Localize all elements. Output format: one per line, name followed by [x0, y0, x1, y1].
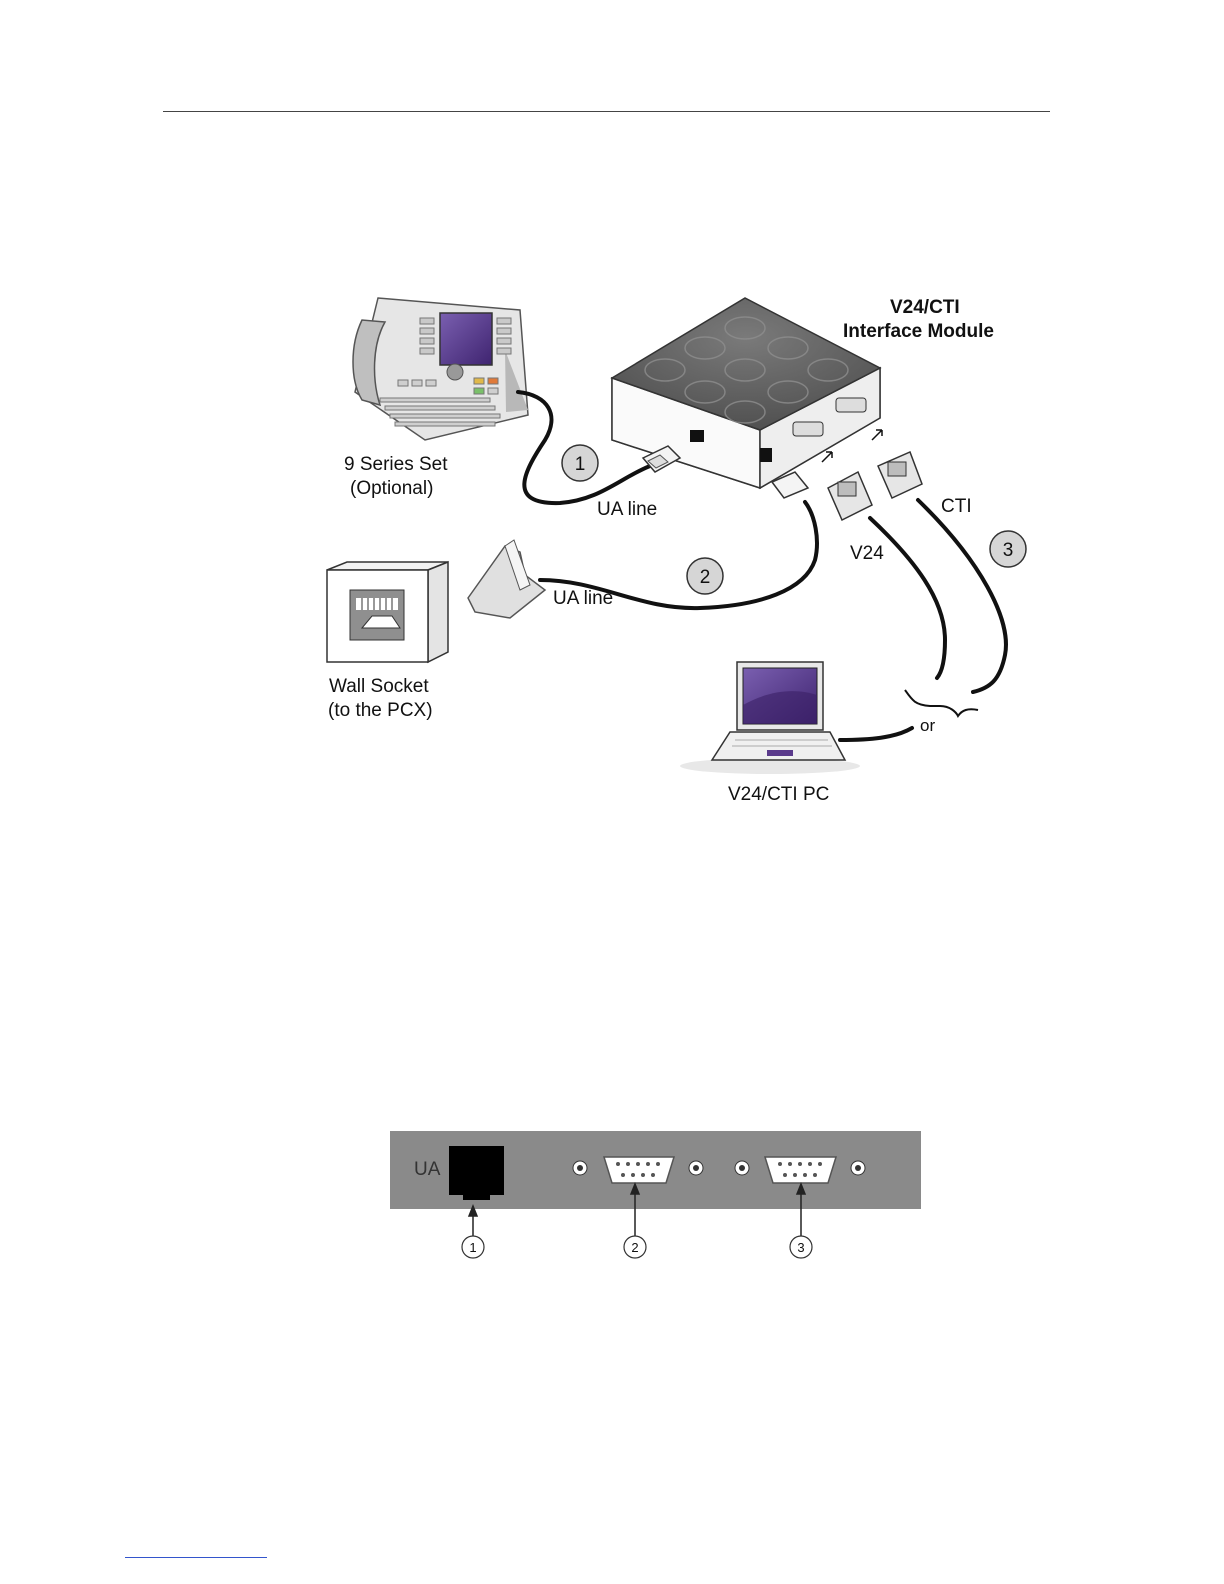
- rear-callout-2-number: 2: [631, 1240, 638, 1255]
- callout-2: 2: [687, 558, 723, 594]
- rear-callout-3-number: 3: [797, 1240, 804, 1255]
- ua-line-label-2: UA line: [553, 588, 613, 609]
- rear-callout-1-number: 1: [469, 1240, 476, 1255]
- db9-port-cti: [836, 398, 866, 412]
- module-title-line1: V24/CTI: [890, 297, 960, 318]
- v24-label: V24: [850, 543, 884, 564]
- callout-2-number: 2: [700, 567, 711, 588]
- phone-label-line1: 9 Series Set: [344, 454, 448, 475]
- callout-1-number: 1: [575, 454, 586, 475]
- phone-screen: [440, 313, 492, 365]
- laptop: V24/CTI PC: [680, 662, 860, 805]
- ua-port-label: UA: [414, 1159, 441, 1180]
- ua-line-label-1: UA line: [597, 499, 657, 520]
- cable-cti: [918, 500, 1006, 692]
- cable-v24: [870, 518, 945, 678]
- footer-rule: [125, 1557, 267, 1558]
- module-title-line2: Interface Module: [843, 321, 994, 342]
- phone-label-line2: (Optional): [350, 478, 433, 499]
- ua-rj45-port: [449, 1146, 504, 1200]
- callout-3-number: 3: [1003, 540, 1014, 561]
- cable-laptop: [840, 728, 912, 740]
- rj45-port-left: [690, 430, 704, 442]
- cti-label: CTI: [941, 496, 972, 517]
- callout-3: 3: [990, 531, 1026, 567]
- phone-set: 9 Series Set (Optional): [344, 298, 528, 499]
- rear-callout-2: 2: [624, 1236, 646, 1258]
- rear-panel: UA: [390, 1131, 921, 1258]
- rj45-plug-wall: [468, 540, 545, 618]
- rear-callout-3: 3: [790, 1236, 812, 1258]
- db9-port-v24: [793, 422, 823, 436]
- callout-1: 1: [562, 445, 598, 481]
- wall-label-line2: (to the PCX): [328, 700, 433, 721]
- db9-connector-v24: [828, 472, 872, 520]
- rear-callout-1: 1: [462, 1236, 484, 1258]
- wall-label-line1: Wall Socket: [329, 676, 429, 697]
- rj45-port-right: [760, 448, 772, 462]
- db9-connector-cti: [878, 452, 922, 498]
- or-label: or: [920, 716, 935, 735]
- pc-label: V24/CTI PC: [728, 784, 829, 805]
- or-brace: [905, 690, 978, 716]
- wall-socket: Wall Socket (to the PCX): [327, 562, 448, 721]
